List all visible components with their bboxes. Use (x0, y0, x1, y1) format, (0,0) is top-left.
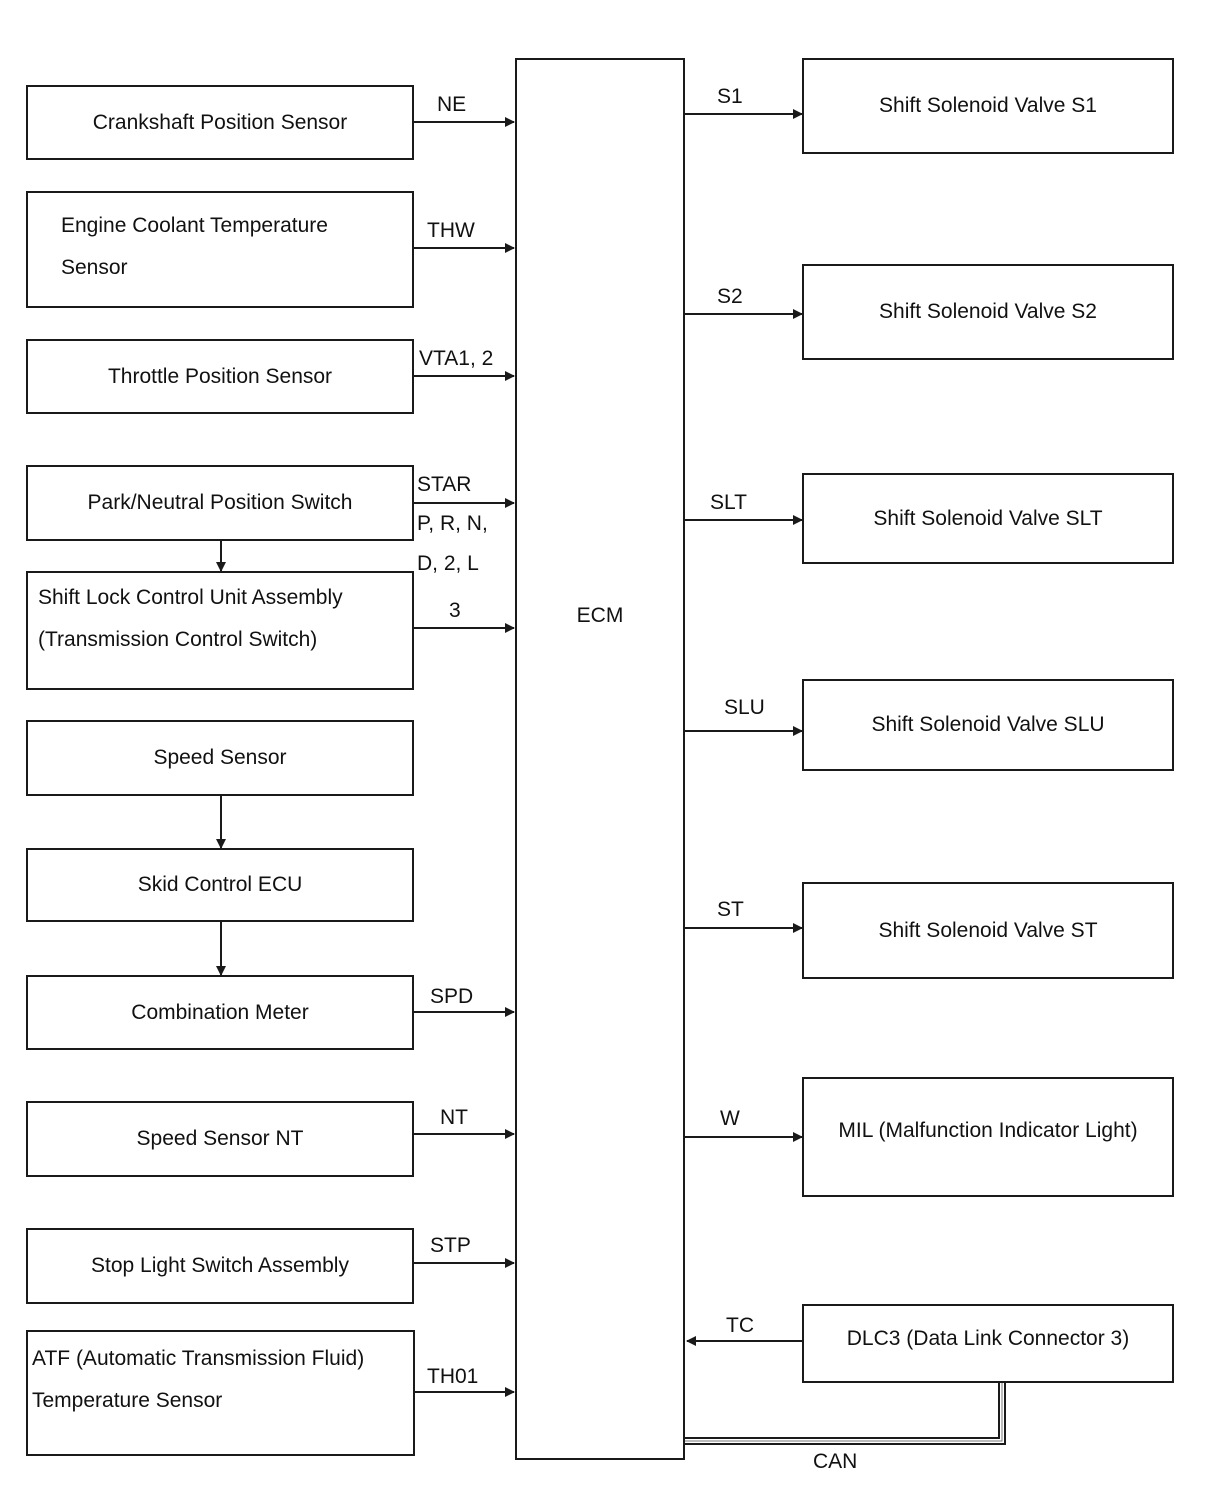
dlc3-label: DLC3 (Data Link Connector 3) (846, 1326, 1130, 1350)
signal-label-thw: THW (427, 219, 475, 242)
signal-label-th01: TH01 (427, 1365, 479, 1388)
engine-coolant-label-line1: Engine Coolant Temperature (61, 214, 328, 237)
signal-label-w: W (720, 1107, 740, 1130)
ecm-box: ECM (515, 58, 685, 1460)
signal-label-slu: SLU (724, 696, 765, 719)
signal-label-star: STAR (417, 473, 472, 496)
shift-solenoid-st-label: Shift Solenoid Valve ST (878, 918, 1098, 942)
crankshaft-position-sensor-label: Crankshaft Position Sensor (92, 110, 348, 134)
mil-label: MIL (Malfunction Indicator Light) (838, 1119, 1138, 1143)
throttle-position-sensor-box: Throttle Position Sensor (26, 339, 414, 414)
shift-solenoid-slt-label: Shift Solenoid Valve SLT (873, 506, 1103, 530)
mil-box: MIL (Malfunction Indicator Light) (802, 1077, 1174, 1197)
atf-label-line2: Temperature Sensor (32, 1389, 223, 1412)
skid-control-ecu-box: Skid Control ECU (26, 848, 414, 922)
signal-label-s2: S2 (717, 285, 743, 308)
signal-label-nt: NT (440, 1106, 468, 1129)
stop-light-switch-label: Stop Light Switch Assembly (91, 1254, 349, 1278)
signal-label-3: 3 (449, 599, 461, 622)
shift-lock-control-unit-box: Shift Lock Control Unit Assembly (Transm… (26, 571, 414, 690)
shift-solenoid-s1-box: Shift Solenoid Valve S1 (802, 58, 1174, 154)
skid-control-ecu-label: Skid Control ECU (137, 873, 303, 897)
signal-label-d2l: D, 2, L (417, 552, 479, 575)
shift-solenoid-s2-box: Shift Solenoid Valve S2 (802, 264, 1174, 360)
stop-light-switch-box: Stop Light Switch Assembly (26, 1228, 414, 1304)
signal-label-st: ST (717, 898, 744, 921)
park-neutral-position-switch-box: Park/Neutral Position Switch (26, 465, 414, 541)
engine-coolant-temperature-sensor-box: Engine Coolant Temperature Sensor (26, 191, 414, 308)
engine-coolant-label-line2: Sensor (61, 256, 128, 279)
combination-meter-box: Combination Meter (26, 975, 414, 1050)
can-bus (685, 1382, 1006, 1445)
crankshaft-position-sensor-box: Crankshaft Position Sensor (26, 85, 414, 160)
signal-label-vta: VTA1, 2 (419, 347, 494, 370)
ecm-label: ECM (576, 604, 624, 628)
signal-label-can: CAN (813, 1450, 858, 1473)
dlc3-box: DLC3 (Data Link Connector 3) (802, 1304, 1174, 1383)
speed-sensor-nt-label: Speed Sensor NT (136, 1127, 304, 1151)
signal-label-s1: S1 (717, 85, 743, 108)
shift-solenoid-slu-label: Shift Solenoid Valve SLU (871, 713, 1105, 737)
combination-meter-label: Combination Meter (131, 1000, 309, 1024)
park-neutral-position-switch-label: Park/Neutral Position Switch (87, 491, 353, 515)
atf-temperature-sensor-box: ATF (Automatic Transmission Fluid) Tempe… (26, 1330, 415, 1456)
shift-lock-label-line2: (Transmission Control Switch) (38, 628, 318, 651)
signal-label-tc: TC (726, 1314, 754, 1337)
signal-label-prn: P, R, N, (417, 512, 488, 535)
speed-sensor-box: Speed Sensor (26, 720, 414, 796)
signal-label-slt: SLT (710, 491, 747, 514)
shift-solenoid-slu-box: Shift Solenoid Valve SLU (802, 679, 1174, 771)
signal-label-ne: NE (437, 93, 467, 116)
shift-solenoid-st-box: Shift Solenoid Valve ST (802, 882, 1174, 979)
shift-solenoid-s2-label: Shift Solenoid Valve S2 (879, 300, 1097, 324)
shift-solenoid-s1-label: Shift Solenoid Valve S1 (879, 94, 1097, 118)
shift-solenoid-slt-box: Shift Solenoid Valve SLT (802, 473, 1174, 564)
shift-lock-label-line1: Shift Lock Control Unit Assembly (38, 586, 343, 609)
atf-label-line1: ATF (Automatic Transmission Fluid) (32, 1347, 365, 1370)
signal-label-spd: SPD (430, 985, 474, 1008)
speed-sensor-nt-box: Speed Sensor NT (26, 1101, 414, 1177)
signal-label-stp: STP (430, 1234, 471, 1257)
speed-sensor-label: Speed Sensor (153, 746, 287, 770)
throttle-position-sensor-label: Throttle Position Sensor (107, 364, 333, 388)
